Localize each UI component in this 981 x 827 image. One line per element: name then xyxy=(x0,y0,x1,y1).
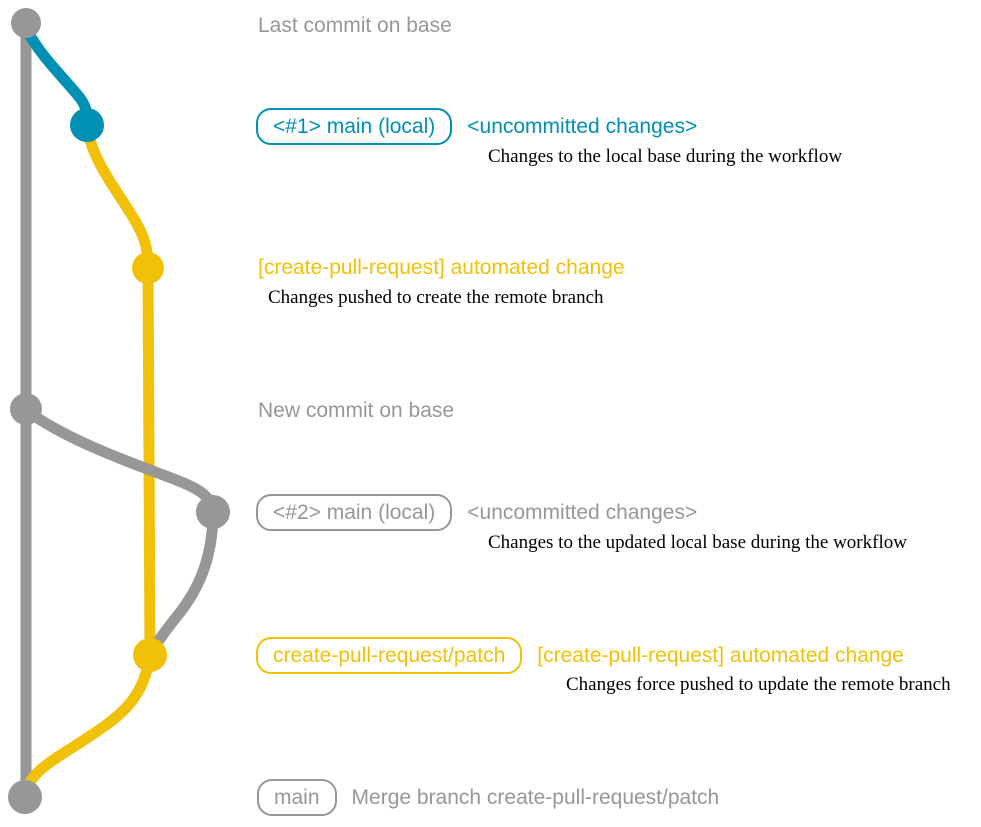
branch-label-main-local-1: <#1> main (local) xyxy=(256,108,453,145)
branch-label-create-pull-request-patch: create-pull-request/patch xyxy=(256,637,523,674)
commit-message-merge: Merge branch create-pull-request/patch xyxy=(351,785,720,809)
branch-label-main-local-2: <#2> main (local) xyxy=(256,494,453,531)
commit-dot-last-base xyxy=(11,8,41,38)
commit-dot-main-local-1 xyxy=(70,108,104,142)
commit-dot-merge xyxy=(8,780,42,814)
commit-message-main-local-1: <uncommitted changes> xyxy=(467,114,698,138)
commit-row-main-local-1: <#1> main (local) <uncommitted changes> xyxy=(256,108,697,145)
commit-message-automated-change-2: [create-pull-request] automated change xyxy=(537,643,904,667)
commit-detail-main-local-1: Changes to the local base during the wor… xyxy=(488,146,843,167)
commit-message-automated-change-1: [create-pull-request] automated change xyxy=(258,256,625,279)
commit-row-merge: main Merge branch create-pull-request/pa… xyxy=(257,779,719,816)
commit-dot-new-base xyxy=(10,393,42,425)
local-main-2-branch-line xyxy=(21,405,219,657)
branch-label-main: main xyxy=(257,779,337,816)
commit-detail-automated-change-2: Changes force pushed to update the remot… xyxy=(566,674,951,695)
local-main-1-branch-line xyxy=(22,26,93,130)
commit-message-last-base: Last commit on base xyxy=(258,14,452,37)
commit-detail-main-local-2: Changes to the updated local base during… xyxy=(488,532,907,553)
commit-row-patch-branch: create-pull-request/patch [create-pull-r… xyxy=(256,637,904,674)
commit-row-main-local-2: <#2> main (local) <uncommitted changes> xyxy=(256,494,697,531)
commit-dot-automated-change-1 xyxy=(132,252,164,284)
commit-message-main-local-2: <uncommitted changes> xyxy=(467,500,698,524)
commit-dot-main-local-2 xyxy=(196,495,230,529)
commit-message-new-base: New commit on base xyxy=(258,399,455,422)
commit-dot-automated-change-2 xyxy=(133,638,167,672)
commit-detail-automated-change-1: Changes pushed to create the remote bran… xyxy=(268,287,604,308)
